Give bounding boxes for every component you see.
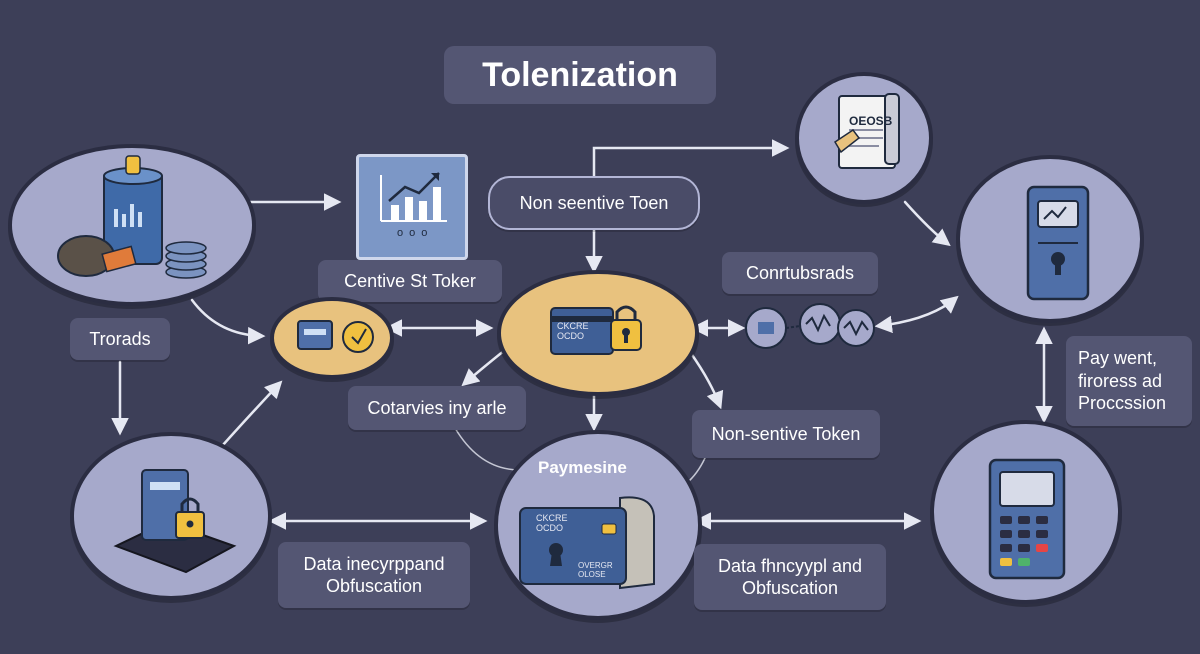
node-encrypted-device xyxy=(70,432,272,600)
payment-card-text-bottom: OVERGR OLOSE xyxy=(578,561,613,579)
label-trorads: Trorads xyxy=(70,318,170,360)
label-cotarvies: Cotarvies iny arle xyxy=(348,386,526,430)
card-scanner-icon xyxy=(297,320,374,353)
payment-node-label: Paymesine xyxy=(538,458,627,477)
receipt-icon xyxy=(833,93,900,169)
node-center-card-lock: CKCRE OCDO xyxy=(497,270,699,396)
label-non-sentive-token: Non-sentive Token xyxy=(692,410,880,458)
node-receipt: OEOSB xyxy=(795,72,933,204)
card-lock-text: CKCRE OCDO xyxy=(557,321,589,341)
label-contributes: Conrtubsrads xyxy=(722,252,878,294)
node-database xyxy=(8,144,256,306)
node-payment-card: Paymesine CKCRE OCDO OVERGR OLOSE xyxy=(494,430,702,620)
arrow-network-terminal xyxy=(874,295,959,334)
payment-terminal-icon xyxy=(1026,185,1090,301)
label-centive-st-toker: Centive St Toker xyxy=(318,260,502,302)
node-chart: ooo xyxy=(356,154,468,260)
connector-cotarvies-payment xyxy=(454,427,521,471)
arrow-center-nonsentive xyxy=(688,350,724,410)
arrow-db-to-scanner xyxy=(190,298,266,345)
arrow-center-cotarvies xyxy=(461,348,507,387)
label-data-left: Data inecyrppand Obfuscation xyxy=(278,542,470,608)
payment-card-icon xyxy=(519,496,655,590)
label-data-right: Data fhncyypl and Obfuscation xyxy=(694,544,886,610)
label-non-seentive-toen: Non seentive Toen xyxy=(488,176,700,230)
encrypted-device-icon xyxy=(113,469,237,574)
database-icon xyxy=(57,155,207,279)
label-pay-went: Pay went, firoress ad Proccssion xyxy=(1066,336,1192,426)
arrow-receipt-to-terminal xyxy=(903,200,951,247)
card-lock-icon xyxy=(550,305,642,355)
node-payment-terminal xyxy=(956,155,1144,323)
payment-card-text-top: CKCRE OCDO xyxy=(536,513,568,533)
receipt-text: OEOSB xyxy=(849,114,893,128)
node-card-scanner xyxy=(270,297,394,379)
diagram-title: Tolenization xyxy=(444,46,716,104)
chart-icon xyxy=(380,172,447,222)
node-pos-terminal xyxy=(930,420,1122,604)
chart-ticks: ooo xyxy=(397,227,434,239)
network-icon xyxy=(745,303,875,349)
pos-terminal-icon xyxy=(988,458,1066,580)
